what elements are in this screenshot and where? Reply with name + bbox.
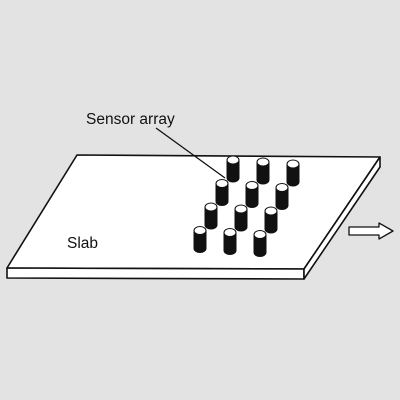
sensor	[223, 228, 237, 255]
sensor	[234, 204, 248, 232]
sensor	[226, 155, 240, 183]
sensor	[215, 179, 229, 206]
motion-arrow-icon	[348, 222, 394, 240]
sensor-array	[193, 155, 300, 257]
sensor-body	[275, 187, 289, 210]
sensor-body	[234, 208, 248, 232]
sensor-cap	[245, 181, 259, 190]
sensor-body	[193, 230, 207, 253]
sensor-cap	[234, 204, 248, 214]
sensor	[245, 181, 259, 208]
slab-top-face	[6, 154, 381, 270]
sensor-array-label: Sensor array	[86, 111, 175, 128]
sensor-cap	[193, 226, 207, 235]
sensor	[264, 206, 278, 234]
sensor-body	[204, 206, 218, 230]
sensor-cap	[226, 155, 240, 165]
sensor-body	[286, 163, 300, 187]
slab-front-face	[6, 267, 305, 280]
sensor-body	[256, 161, 270, 185]
slab	[6, 154, 381, 280]
sensor-cap	[286, 159, 300, 169]
sensor	[253, 230, 267, 257]
sensor-body	[253, 234, 267, 257]
sensor-body	[215, 183, 229, 206]
sensor-array-leader-line	[155, 127, 226, 179]
sensor	[193, 226, 207, 253]
slab-side-face	[303, 156, 381, 280]
sensor-cap	[223, 228, 237, 237]
sensor	[275, 183, 289, 210]
sensor-body	[223, 232, 237, 255]
sensor-cap	[253, 230, 267, 239]
sensor-cap	[215, 179, 229, 188]
sensor-cap	[204, 202, 218, 212]
sensor-cap	[275, 183, 289, 192]
sensor-cap	[264, 206, 278, 216]
sensor	[204, 202, 218, 230]
sensor-cap	[256, 157, 270, 167]
slab-label: Slab	[67, 235, 98, 252]
sensor-body	[226, 159, 240, 183]
sensor	[256, 157, 270, 185]
sensor-body	[264, 210, 278, 234]
sensor	[286, 159, 300, 187]
sensor-body	[245, 185, 259, 208]
